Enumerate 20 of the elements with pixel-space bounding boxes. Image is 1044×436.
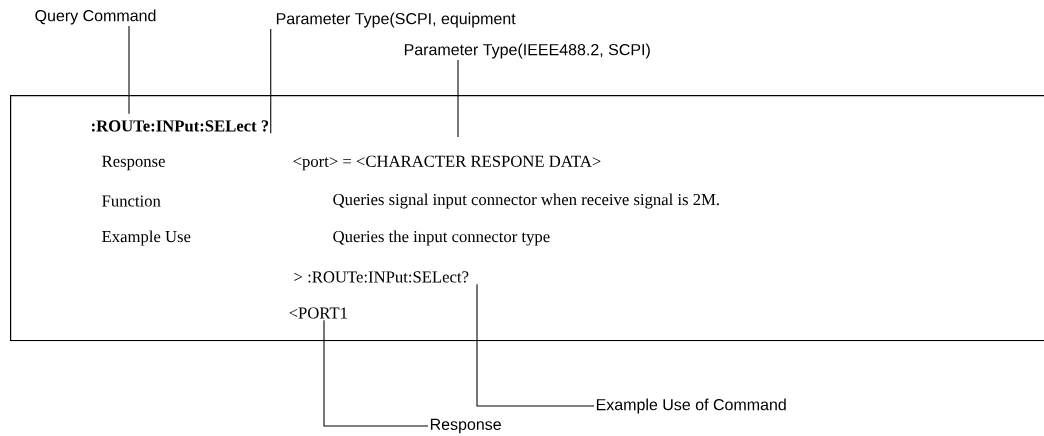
response-text: <PORT1 (289, 307, 347, 319)
field-label: Example Use (102, 230, 191, 246)
leader-line (457, 59, 459, 138)
frame-box (10, 95, 1044, 342)
callout-label: Parameter Type(IEEE488.2, SCPI) (404, 43, 650, 59)
field-label: Function (102, 195, 161, 207)
callout-label: Response (430, 418, 501, 434)
leader-line (270, 28, 272, 134)
callout-label: Query Command (35, 9, 156, 25)
leader-line (128, 25, 130, 115)
callout-label: Example Use of Command (596, 398, 786, 414)
field-value: Queries signal input connector when receive signal is 2M. (333, 193, 719, 209)
leader-line (476, 283, 595, 407)
field-value: Queries the input connector type (333, 230, 550, 246)
field-label: Response (102, 155, 165, 171)
leader-line (323, 319, 429, 427)
field-value: <port> = <CHARACTER RESPONE DATA> (293, 155, 601, 171)
callout-label: Parameter Type(SCPI, equipment (276, 12, 516, 28)
example-command-text: > :ROUTe:INPut:SELect? (294, 271, 469, 283)
command-text: :ROUTe:INPut:SELect ? (91, 120, 269, 132)
